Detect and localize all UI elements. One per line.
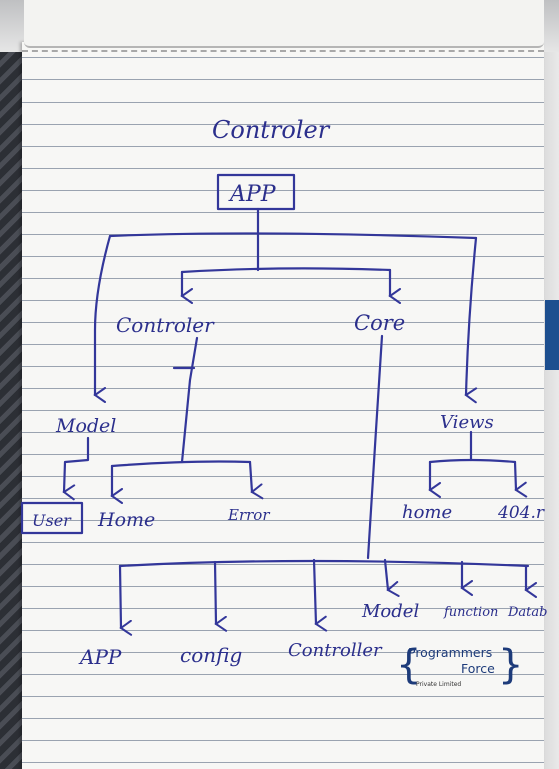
node-home-controler: Home: [97, 509, 155, 531]
node-home-views: home: [402, 502, 452, 523]
svg-text:{: {: [396, 642, 421, 688]
node-views: Views: [440, 412, 494, 433]
svg-text:}: }: [498, 642, 523, 688]
company-logo: { } Programmers Force Private Limited: [396, 642, 523, 688]
logo-line2: Force: [461, 661, 495, 676]
node-controler: Controler: [116, 313, 215, 337]
node-model: Model: [55, 415, 116, 437]
node-error: Error: [227, 506, 270, 524]
notepad-binding: [24, 0, 544, 48]
node-core-app: APP: [78, 645, 122, 669]
page-title: Controler: [212, 116, 331, 144]
notepad-page: [22, 42, 544, 769]
node-core-function: function: [443, 605, 498, 620]
node-core: Core: [354, 311, 405, 335]
background-blue-tab: [545, 300, 559, 370]
user-box: [20, 501, 84, 535]
node-core-config: config: [180, 643, 242, 667]
logo-line1: Programmers: [408, 645, 492, 660]
background-left: [0, 0, 26, 769]
node-app: APP: [228, 182, 277, 207]
node-core-datab: Datab: [507, 605, 547, 620]
node-user: User: [32, 511, 72, 530]
node-core-model: Model: [361, 601, 419, 622]
node-core-controller: Controller: [288, 640, 383, 661]
app-box: [216, 173, 296, 211]
connector-lines: [62, 207, 537, 636]
node-404: 404.r: [497, 503, 545, 523]
logo-line3: Private Limited: [416, 681, 461, 688]
